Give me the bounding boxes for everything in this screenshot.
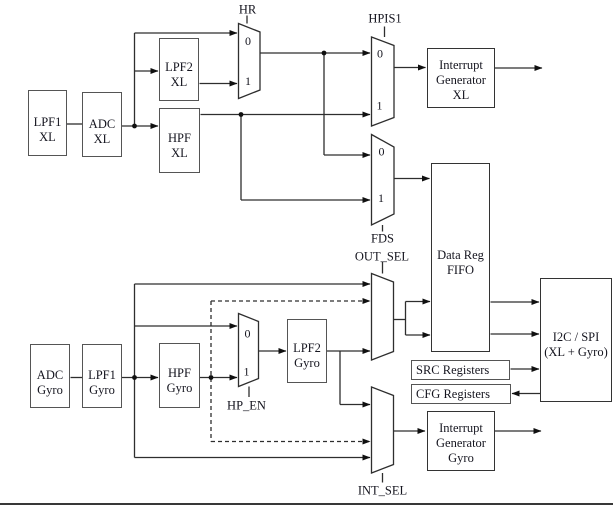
block-hpf-xl: HPF XL (159, 108, 200, 173)
mux-hp-en (237, 312, 260, 388)
block-label: I2C / SPI (552, 330, 600, 344)
block-adc-xl: ADC XL (82, 92, 122, 157)
block-label: HPF (168, 130, 191, 145)
block-label: ADC (36, 368, 64, 382)
block-label: XL (170, 74, 188, 89)
mux-fds-input1-label: 1 (378, 191, 384, 205)
block-label: (XL + Gyro) (544, 345, 608, 359)
mux-hpis1-input1-label: 1 (377, 99, 383, 113)
block-lpf2-xl: LPF2 XL (159, 38, 199, 101)
block-label: ADC (88, 116, 116, 131)
mux-hr-input0-label: 0 (245, 34, 251, 48)
mux-hr (237, 22, 261, 100)
block-label: Data Reg (437, 247, 484, 262)
block-adc-gyro: ADC Gyro (30, 344, 70, 408)
mux-fds-input0-label: 0 (379, 145, 385, 159)
mux-hpen-input0-label: 0 (245, 327, 251, 341)
block-lpf1-xl: LPF1 XL (28, 90, 67, 156)
block-label: FIFO (446, 262, 475, 277)
mux-fds (370, 133, 395, 227)
junction-hpfxl-out (238, 112, 244, 117)
block-i2c-spi: I2C / SPI (XL + Gyro) (540, 278, 612, 402)
junction-hpfgyro-out (208, 375, 214, 380)
block-cfg-registers: CFG Registers (411, 384, 511, 404)
block-label: Gyro (448, 450, 474, 465)
mux-int-sel (370, 386, 395, 474)
block-label: LPF1 (88, 368, 116, 382)
block-label: Generator (436, 72, 486, 87)
block-label: SRC Registers (416, 362, 490, 377)
label-fds: FDS (371, 232, 394, 246)
block-src-registers: SRC Registers (411, 360, 510, 380)
block-label: CFG Registers (416, 386, 490, 401)
mux-hr-input1-label: 1 (245, 74, 251, 88)
block-label: XL (39, 130, 56, 144)
junction-hr-out (321, 50, 327, 56)
label-hr: HR (239, 3, 257, 17)
block-label: Gyro (294, 356, 320, 370)
junction-lpf1gyro-out (132, 375, 137, 380)
label-hpis1: HPIS1 (368, 12, 401, 26)
block-lpf1-gyro: LPF1 Gyro (82, 344, 122, 408)
block-label: LPF1 (33, 115, 62, 129)
block-hpf-gyro: HPF Gyro (159, 343, 200, 408)
label-out-sel: OUT_SEL (355, 250, 409, 264)
block-label: Interrupt (439, 420, 483, 435)
block-data-reg-fifo: Data Reg FIFO (431, 163, 490, 352)
block-label: XL (171, 145, 188, 160)
mux-hpis1 (370, 36, 395, 127)
block-label: XL (93, 131, 111, 146)
block-label: Interrupt (439, 57, 483, 72)
block-label: Gyro (37, 383, 63, 397)
block-label: LPF2 (165, 59, 193, 74)
block-label: Generator (436, 435, 486, 450)
block-label: LPF2 (293, 341, 321, 355)
mux-out-sel (370, 272, 395, 361)
block-lpf2-gyro: LPF2 Gyro (287, 319, 327, 383)
block-label: XL (452, 87, 470, 102)
block-interrupt-generator-xl: Interrupt Generator XL (427, 48, 495, 108)
block-interrupt-generator-gyro: Interrupt Generator Gyro (427, 411, 495, 471)
label-hp-en: HP_EN (227, 399, 266, 413)
mux-hpen-input1-label: 1 (244, 365, 250, 379)
junction-adcxl (132, 123, 137, 129)
mux-hpis1-input0-label: 0 (377, 47, 383, 61)
block-label: HPF (168, 365, 191, 380)
block-label: Gyro (89, 383, 115, 397)
label-int-sel: INT_SEL (358, 484, 407, 498)
block-label: Gyro (166, 380, 193, 395)
